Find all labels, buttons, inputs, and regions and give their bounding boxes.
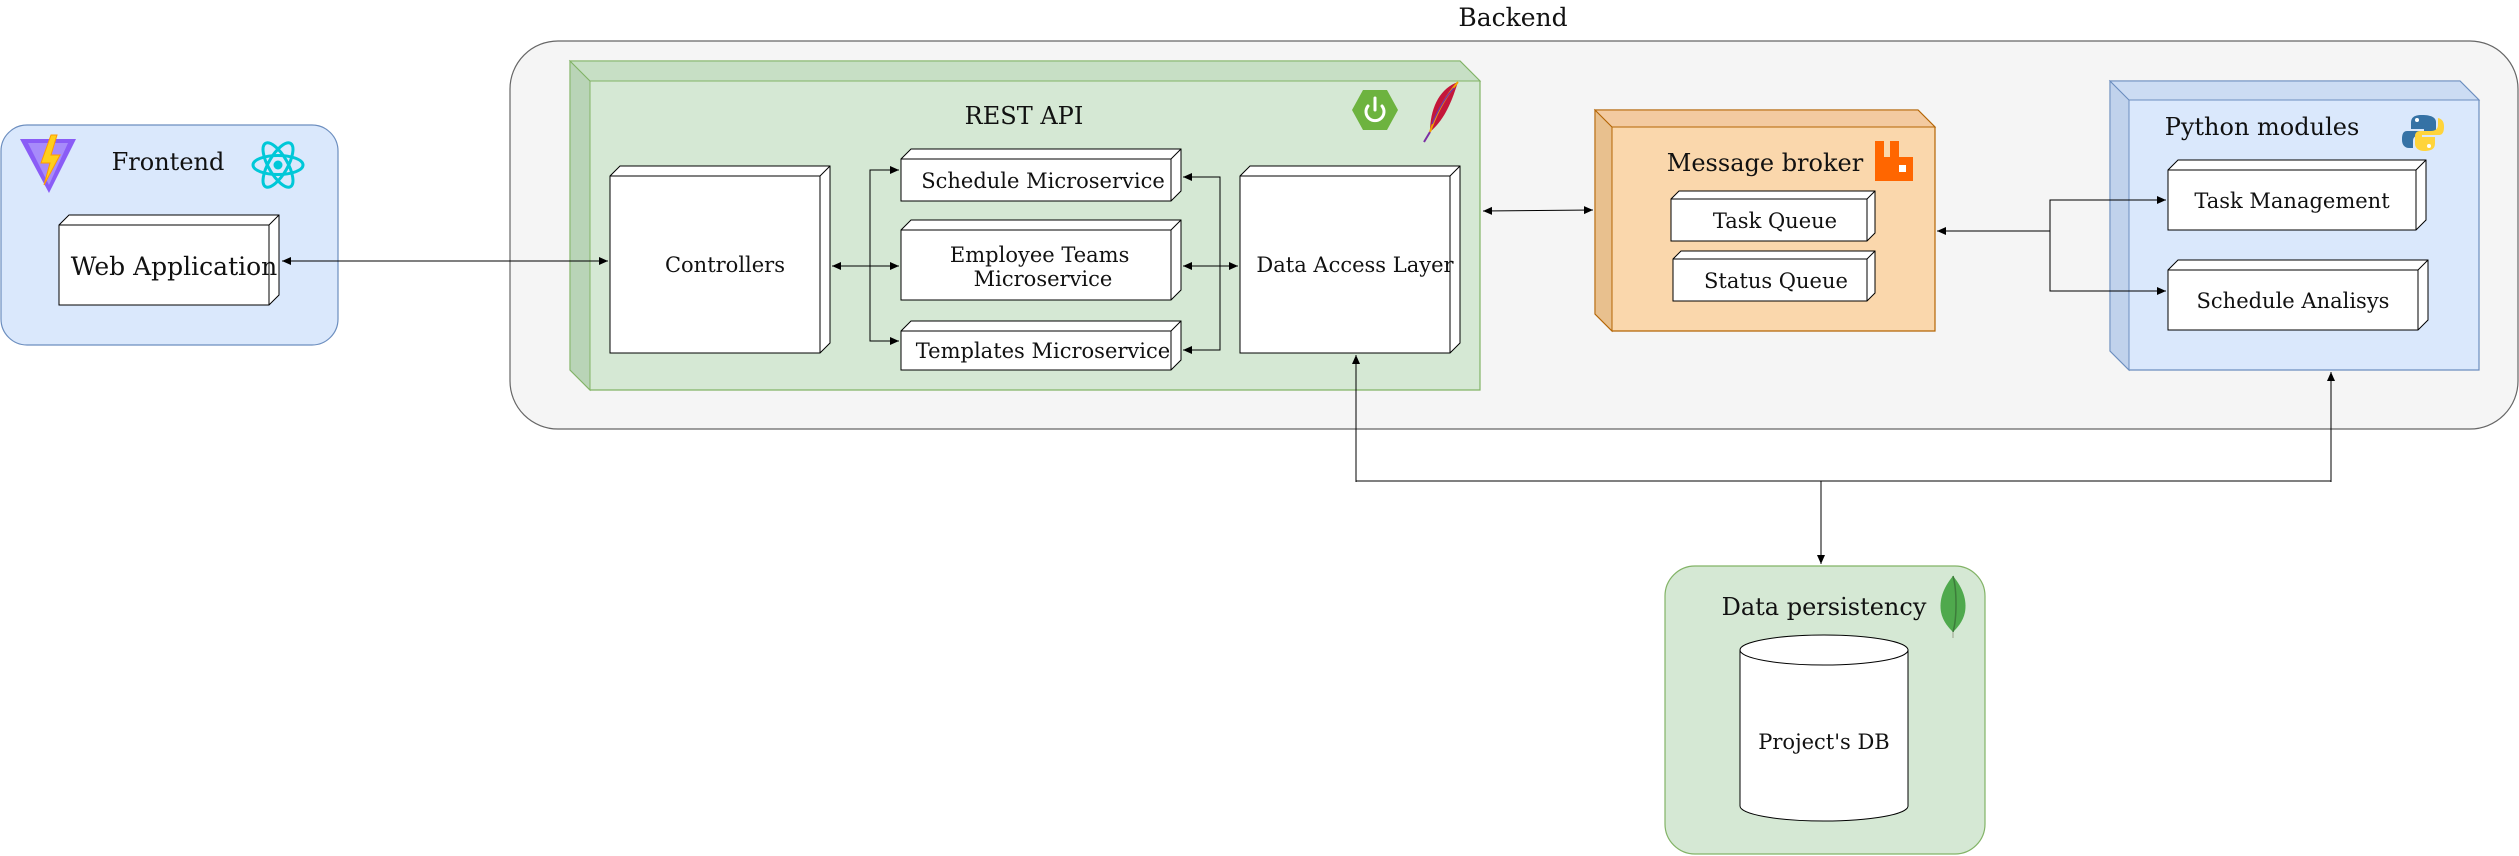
frontend-group: Frontend Web Application xyxy=(0,124,339,346)
dal-templates-arrow xyxy=(1183,266,1221,354)
controllers-label: Controllers xyxy=(665,253,785,277)
projects-db-cylinder: Project's DB xyxy=(1739,634,1909,822)
python-schedule-analisys-arrow xyxy=(2049,231,2166,295)
spring-boot-logo-icon xyxy=(1352,90,1398,130)
controllers-box: Controllers xyxy=(609,165,831,354)
task-management-label: Task Management xyxy=(2194,189,2390,213)
schedule-microservice-box: Schedule Microservice xyxy=(900,148,1182,202)
status-queue-label: Status Queue xyxy=(1704,269,1848,293)
projects-db-label: Project's DB xyxy=(1758,730,1889,754)
data-access-layer-box: Data Access Layer xyxy=(1239,165,1461,354)
task-queue-box: Task Queue xyxy=(1670,190,1876,242)
employee-teams-microservice-label: Employee Teams Microservice xyxy=(950,243,1136,291)
task-queue-label: Task Queue xyxy=(1713,209,1837,233)
message-broker-title: Message broker xyxy=(1667,149,1864,177)
data-persistency-group: Data persistency Project's DB xyxy=(1664,565,1986,855)
schedule-analisys-box: Schedule Analisys xyxy=(2167,259,2429,331)
python-modules-title: Python modules xyxy=(2165,113,2360,141)
web-application-label: Web Application xyxy=(71,252,278,281)
apache-feather-icon xyxy=(1423,81,1459,143)
backend-title: Backend xyxy=(1458,3,1567,32)
rest-broker-arrow xyxy=(1482,206,1594,215)
controllers-schedule-arrow xyxy=(869,166,899,266)
web-application-box: Web Application xyxy=(58,214,280,306)
rest-api-group: REST API Controllers Sch xyxy=(568,59,1482,392)
data-persistency-title: Data persistency xyxy=(1722,593,1927,621)
frontend-title: Frontend xyxy=(112,148,225,176)
schedule-microservice-label: Schedule Microservice xyxy=(921,169,1165,193)
message-broker-group: Message broker Task Queue Status Queue xyxy=(1593,108,1937,333)
vite-logo-icon xyxy=(20,134,76,193)
templates-microservice-label: Templates Microservice xyxy=(916,339,1170,363)
python-modules-group: Python modules Task Management Schedule … xyxy=(2108,79,2481,372)
employee-teams-label-line1: Employee Teams xyxy=(950,243,1129,267)
templates-microservice-box: Templates Microservice xyxy=(900,320,1182,371)
connectors xyxy=(282,166,2335,564)
rabbitmq-logo-icon xyxy=(1875,141,1913,181)
employee-teams-label-line2: Microservice xyxy=(974,267,1113,291)
python-task-management-arrow xyxy=(2049,196,2166,231)
status-queue-box: Status Queue xyxy=(1672,250,1876,302)
react-logo-icon xyxy=(251,141,305,189)
mongodb-leaf-icon xyxy=(1940,575,1966,638)
employee-teams-microservice-box: Employee Teams Microservice xyxy=(900,219,1182,301)
schedule-analisys-label: Schedule Analisys xyxy=(2197,289,2390,313)
rest-api-title: REST API xyxy=(965,102,1084,130)
task-management-box: Task Management xyxy=(2167,159,2427,231)
controllers-templates-arrow xyxy=(869,266,899,345)
python-logo-icon xyxy=(2402,115,2444,151)
data-access-layer-label: Data Access Layer xyxy=(1256,253,1454,277)
dal-schedule-arrow xyxy=(1183,173,1221,266)
